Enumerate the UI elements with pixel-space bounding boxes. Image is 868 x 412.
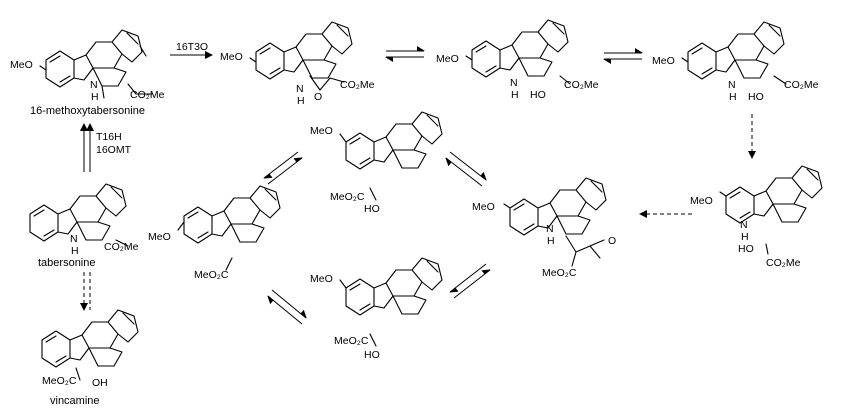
c4-methoxy-label: MeO xyxy=(652,55,675,67)
c9-ester-label: MeO₂C xyxy=(334,335,369,347)
compound-keto-ester: MeO N H MeO₂C O xyxy=(472,177,616,279)
c4-h-label: H xyxy=(729,91,737,103)
equilibrium-arrow-2 xyxy=(603,48,643,64)
compound-center-top: MeO MeO₂C HO xyxy=(310,111,443,215)
c4-ester-label: CO₂Me xyxy=(784,79,819,91)
c5-h-label: H xyxy=(71,245,79,257)
c8-ester-label: MeO₂C xyxy=(194,269,229,281)
compound-center-bottom: MeO MeO₂C HO xyxy=(310,257,443,361)
c7-methoxy-label: MeO xyxy=(310,125,333,137)
c6-ester-label: MeO₂C xyxy=(42,375,77,387)
c7-ho-label: HO xyxy=(364,203,380,215)
c4-ho-label: HO xyxy=(748,91,764,103)
c1-ester-label: CO₂Me xyxy=(130,89,165,101)
c11-h-label: H xyxy=(741,231,749,243)
c3-methoxy-label: MeO xyxy=(436,53,459,65)
c5-ester-label: CO₂Me xyxy=(104,241,139,253)
c11-methoxy-label: MeO xyxy=(690,195,713,207)
c9-ho-label: HO xyxy=(364,349,380,361)
c1-nh-label: N xyxy=(90,79,98,91)
compound-iminium: MeO N H HO CO₂Me xyxy=(652,21,819,103)
c11-ester-label: CO₂Me xyxy=(766,257,801,269)
c10-o-label: O xyxy=(608,235,616,247)
compound-indoleninium-2: MeO N H HO CO₂Me xyxy=(690,165,823,269)
compound-tabersonine: N H CO₂Me tabersonine xyxy=(29,183,139,269)
c10-methoxy-label: MeO xyxy=(472,201,495,213)
arrow-16t3o-label: 16T3O xyxy=(176,41,208,53)
c1-h-label: H xyxy=(91,91,99,103)
compound-16-methoxytabersonine: MeO N H CO₂Me 16-methoxytabersonine xyxy=(10,29,165,117)
c6-name: vincamine xyxy=(50,395,100,407)
c10-nh-label: N xyxy=(546,223,554,235)
c1-methoxy-label: MeO xyxy=(10,59,33,71)
c4-n-label: N xyxy=(728,79,736,91)
c7-ester-label: MeO₂C xyxy=(330,191,365,203)
arrow-label-t16h: T16H xyxy=(96,131,122,143)
c2-methoxy-label: MeO xyxy=(220,51,243,63)
c1-name: 16-methoxytabersonine xyxy=(30,105,145,117)
c5-nh-label: N xyxy=(70,233,78,245)
c2-nh-label: N xyxy=(296,83,304,95)
c9-methoxy-label: MeO xyxy=(310,273,333,285)
c2-h-label: H xyxy=(297,95,305,107)
c10-h-label: H xyxy=(547,235,555,247)
c11-n-label: N xyxy=(740,219,748,231)
arrow-16t3o: 16T3O xyxy=(170,41,213,59)
c8-methoxy-label: MeO xyxy=(148,231,171,243)
c3-ester-label: CO₂Me xyxy=(564,79,599,91)
c3-n-label: N xyxy=(510,77,518,89)
dashed-arrow-to-vincamine xyxy=(80,272,91,311)
c10-ester-label: MeO₂C xyxy=(542,267,577,279)
c2-o-label: O xyxy=(314,91,322,103)
c5-name: tabersonine xyxy=(38,257,96,269)
compound-epoxide: MeO N H O CO₂Me xyxy=(220,21,375,107)
compound-vincamine: MeO₂C OH vincamine xyxy=(41,309,139,407)
c3-h-label: H xyxy=(511,89,519,101)
c11-ho-label: HO xyxy=(738,243,754,255)
compound-indoleninium-1: MeO N H HO CO₂Me xyxy=(436,19,599,101)
equilibrium-arrows-center xyxy=(263,151,491,325)
equilibrium-arrow-1 xyxy=(385,46,425,62)
c6-oh-label: OH xyxy=(92,377,108,389)
c3-ho-label: HO xyxy=(530,89,546,101)
arrow-label-16omt: 16OMT xyxy=(96,144,132,156)
arrow-t16h-16omt: T16H 16OMT xyxy=(80,123,132,172)
compound-center-left: MeO MeO₂C xyxy=(148,185,281,281)
c2-ester-label: CO₂Me xyxy=(340,79,375,91)
